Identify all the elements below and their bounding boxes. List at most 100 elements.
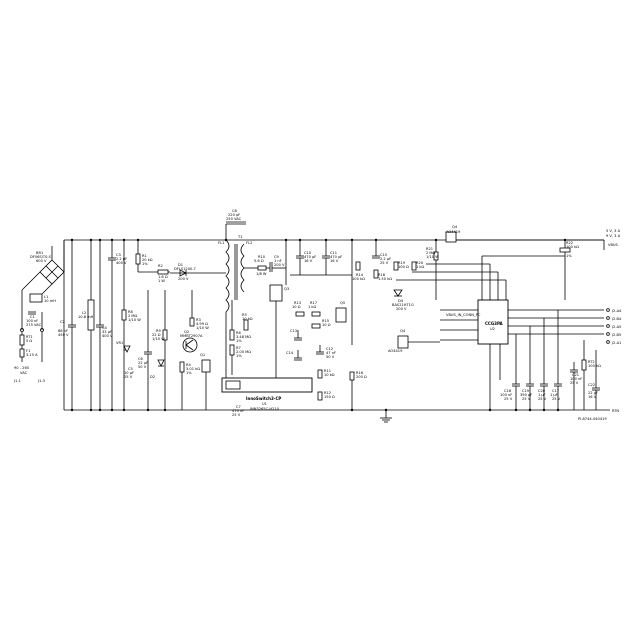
input-section: 90 - 265 VAC J1-1 J1-3 RT1 5 Ω F1 3.15 A… [13, 240, 95, 410]
r4-label: R4 [186, 363, 191, 367]
c6-value: 22 µF [138, 361, 148, 365]
r9-label: R9 [156, 329, 161, 333]
r11-value: 10 kΩ [324, 373, 335, 377]
r5-value: 10 kΩ [242, 317, 253, 321]
c15-rating: 25 V [380, 261, 389, 265]
c14-label: C14 [286, 351, 294, 355]
ic-u2-body [477, 299, 509, 345]
c5-label: C5 [128, 367, 133, 371]
r12-value: 150 Ω [324, 395, 335, 399]
r1-value: 20 kΩ [142, 258, 153, 262]
c5-value: 10 µF [124, 371, 134, 375]
br1-rating: 600 V [36, 259, 47, 263]
f1-value: 3.15 A [26, 353, 38, 357]
c4-label: C4 [102, 326, 108, 330]
r21-value: 2 MΩ [426, 251, 436, 255]
r1-tol: 1% [142, 262, 148, 266]
diode-d4 [393, 289, 403, 297]
c10-value: 470 µF [304, 255, 316, 259]
c4-rating: 400 V [102, 334, 113, 338]
c9-value: 1 nF [274, 259, 282, 263]
pin-a4: J2-A4 [611, 309, 622, 313]
ic-u1-innoswitch: InnoSwitch3-CP U1 INN3265C-H210 C7 470 n… [221, 377, 313, 417]
u2-ref: U2 [490, 327, 495, 331]
drawing-id: PI-8744-040419 [578, 417, 607, 421]
r10-pw: 1/8 W [256, 272, 267, 276]
transistor-q2 [182, 337, 198, 353]
r8-pw: 1/10 W [128, 318, 141, 322]
terminal-b5 [606, 332, 610, 336]
terminal-a4 [606, 308, 610, 312]
c1-rating: 275 VAC [26, 323, 42, 327]
ic-u2-controller: CCG3PA U2 VBUS_IN_CONN_PC C18 100 nF 25 … [396, 255, 604, 410]
r14-label: R14 [356, 273, 364, 277]
c3-rating: 400 V [116, 261, 127, 265]
r15-value: 10 Ω [322, 323, 331, 327]
q1-label: Q1 [200, 353, 205, 357]
r6-label: R6 [236, 331, 241, 335]
terminal-a5 [606, 324, 610, 328]
rtn-label: RTN [612, 409, 619, 413]
r9-value: 22 Ω [152, 333, 161, 337]
mosfet-q3 [269, 284, 283, 302]
c21-rating: 25 V [570, 381, 579, 385]
rt1-value: 5 Ω [26, 339, 32, 343]
secondary-section: R10 5.6 Ω 1/8 W C9 1 nF 200 V Q3 C10 470… [244, 225, 604, 410]
r19-value: 100 Ω [398, 265, 409, 269]
resistor-r10 [257, 265, 267, 271]
resistor-r6 [229, 329, 235, 341]
output-section: 5 V, 3 A 9 V, 3 A VBUS J2-A4 J2-B4 J2-A5… [578, 229, 622, 421]
q4-top-label: Q4 [452, 225, 458, 229]
resistor-r11 [317, 369, 323, 379]
r6-tol: 1% [236, 339, 242, 343]
r22-tol: 1% [566, 254, 572, 258]
l2-label: L2 [82, 311, 86, 315]
q3-label: Q3 [284, 287, 289, 291]
c22-value: 22 µF [588, 391, 598, 395]
resistor-r7 [229, 344, 235, 356]
r22-label: R22 [566, 241, 573, 245]
c15-value: 2.2 µF [380, 257, 391, 261]
pin-a5: J2-A5 [611, 325, 621, 329]
thermistor-rt2 [581, 359, 587, 371]
c11-label: C11 [330, 251, 337, 255]
u1-part2: INN3265C-H210 [250, 407, 280, 411]
l1-label: L1 [44, 295, 48, 299]
r16-label: R16 [356, 371, 364, 375]
resistor-r15 [311, 323, 321, 329]
d1-label: D1 [178, 263, 183, 267]
r12-label: R12 [324, 391, 331, 395]
vout-label: 5 V, 3 A [606, 229, 621, 233]
r20-value: 1 kΩ [416, 265, 425, 269]
ic-u1-primary-block [225, 380, 241, 390]
ic-u1-body [221, 377, 313, 393]
secondary-winding [240, 243, 245, 293]
resistor-r5 [243, 319, 249, 331]
c19-rating: 25 V [522, 397, 531, 401]
r21-label: R21 [426, 247, 433, 251]
junction-dots [70, 238, 567, 412]
r10-value: 5.6 Ω [254, 259, 264, 263]
c20-value: 1 µF [538, 393, 546, 397]
resistor-r14 [355, 261, 361, 271]
c18-value: 100 nF [500, 393, 512, 397]
r7-tol: 1% [236, 354, 242, 358]
d1-rating: 200 V [178, 277, 189, 281]
choke-l1 [29, 293, 43, 303]
c8-label: C8 [232, 209, 238, 213]
vr1-label: VR1 [116, 341, 123, 345]
d4-part: BAS21HT1G [392, 303, 414, 307]
r2-label: R2 [158, 264, 163, 268]
pin-b4: J2-B4 [611, 317, 622, 321]
c17-value: 1 µF [550, 393, 558, 397]
r3-value: 4.99 Ω [196, 322, 208, 326]
resistor-r13 [295, 311, 305, 317]
pin-a1: J2-A1 [611, 341, 621, 345]
r4-tol: 1% [186, 371, 192, 375]
r11-label: R11 [324, 369, 331, 373]
r13-value: 10 Ω [292, 305, 301, 309]
r10-label: R10 [258, 255, 266, 259]
c18-label: C18 [504, 389, 512, 393]
c9-rating: 200 V [274, 263, 285, 267]
